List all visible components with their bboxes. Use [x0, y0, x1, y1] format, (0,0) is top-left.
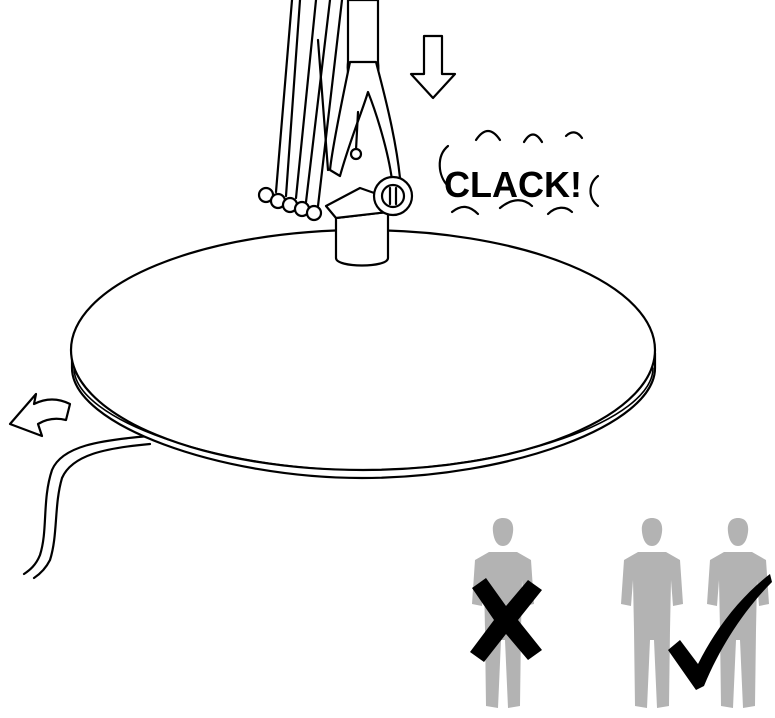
person-pair-left	[621, 518, 683, 708]
curved-arrow-left-icon	[10, 394, 70, 436]
arrow-down-icon	[411, 36, 455, 98]
clack-sound-text: CLACK!	[444, 164, 582, 205]
lamp-arm-assembly	[259, 0, 412, 220]
round-base-plate	[71, 230, 655, 478]
power-cable	[24, 436, 150, 578]
